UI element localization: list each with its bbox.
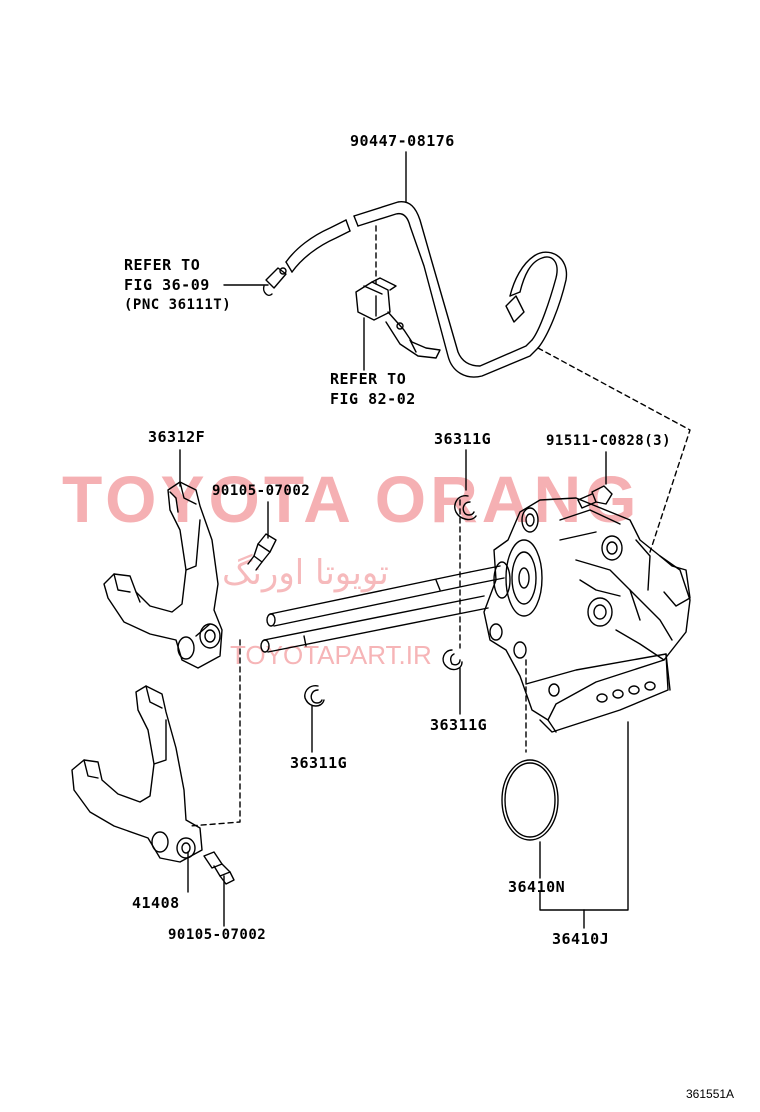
watermark-site: TOYOTAPART.IR xyxy=(230,640,432,670)
label-refer-mid-1: REFER TO xyxy=(330,370,407,388)
leader-lines xyxy=(179,151,629,929)
figure-id: 361551A xyxy=(686,1087,735,1101)
label-refer-mid-2: FIG 82-02 xyxy=(330,390,416,408)
label-bolt-fork-upper: 90105-07002 xyxy=(212,483,311,499)
shift-shafts xyxy=(260,565,505,653)
bolt-housing xyxy=(577,485,613,509)
bolt-fork-lower xyxy=(203,851,235,885)
shift-fork-upper xyxy=(103,481,223,669)
label-ring-mid-right: 36311G xyxy=(430,716,488,734)
label-ring-upper: 36311G xyxy=(434,430,492,448)
label-ring-mid-left: 36311G xyxy=(290,754,348,772)
bolt-fork-upper xyxy=(247,533,277,571)
snap-ring-mid-left xyxy=(304,685,325,707)
label-bolt-fork-lower: 90105-07002 xyxy=(168,927,267,943)
label-refer-left-3: (PNC 36111T) xyxy=(124,297,232,313)
watermark-brand: TOYOTA ORANG xyxy=(62,462,641,536)
label-fork-upper: 36312F xyxy=(148,428,206,446)
label-o-ring: 36410N xyxy=(508,878,566,896)
label-fork-lower: 41408 xyxy=(132,894,180,912)
shift-housing xyxy=(483,497,691,733)
hose-bracket xyxy=(355,277,441,359)
label-refer-left-2: FIG 36-09 xyxy=(124,276,210,294)
o-ring xyxy=(501,759,559,841)
label-hose: 90447-08176 xyxy=(350,132,455,150)
snap-ring-mid-right xyxy=(442,649,463,671)
label-assembly: 36410J xyxy=(552,930,610,948)
shift-fork-lower xyxy=(71,685,203,863)
snap-ring-upper xyxy=(454,495,477,521)
label-refer-left-1: REFER TO xyxy=(124,256,201,274)
alignment-lines xyxy=(189,225,691,827)
label-bolt-housing: 91511-C0828(3) xyxy=(546,433,672,449)
